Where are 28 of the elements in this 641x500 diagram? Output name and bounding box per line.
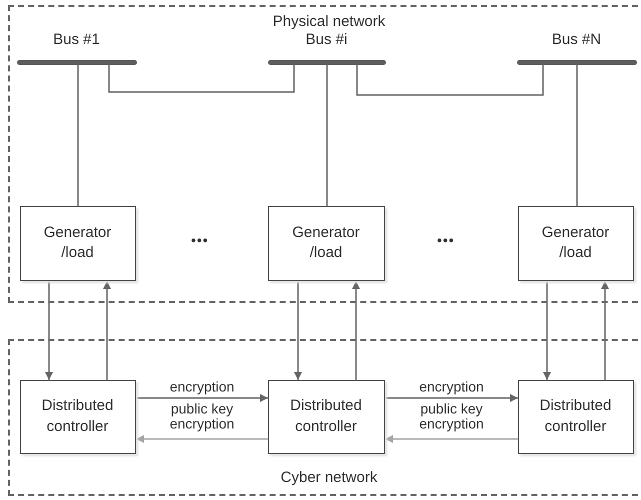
arrow [136, 394, 268, 402]
generator-box: Generator /load [268, 206, 384, 280]
generator-box: Generator /load [518, 206, 634, 280]
arrow [294, 281, 302, 380]
generator-box: Generator /load [20, 206, 136, 280]
controller-box: Distributed controller [20, 380, 136, 454]
arrow [136, 435, 268, 443]
arrow [385, 435, 518, 443]
arrow [543, 281, 551, 380]
connector-line [326, 65, 328, 206]
bus-label: Bus #N [550, 30, 602, 48]
ellipsis: ••• [191, 232, 209, 248]
region-title: Cyber network [280, 469, 378, 486]
controller-box: Distributed controller [518, 380, 634, 454]
connector-line [77, 65, 79, 206]
controller-box: Distributed controller [268, 380, 384, 454]
arrow [103, 281, 111, 380]
region-title: Physical network [272, 13, 386, 30]
connector-line [108, 65, 295, 93]
bus-label: Bus #1 [52, 30, 101, 48]
arrow [45, 281, 53, 380]
arrow [601, 281, 609, 380]
arrow [352, 281, 360, 380]
connector-line [356, 65, 544, 96]
arrow [385, 394, 518, 402]
connector-line [576, 65, 578, 206]
bus-label: Bus #i [304, 30, 348, 48]
ellipsis: ••• [437, 232, 455, 248]
